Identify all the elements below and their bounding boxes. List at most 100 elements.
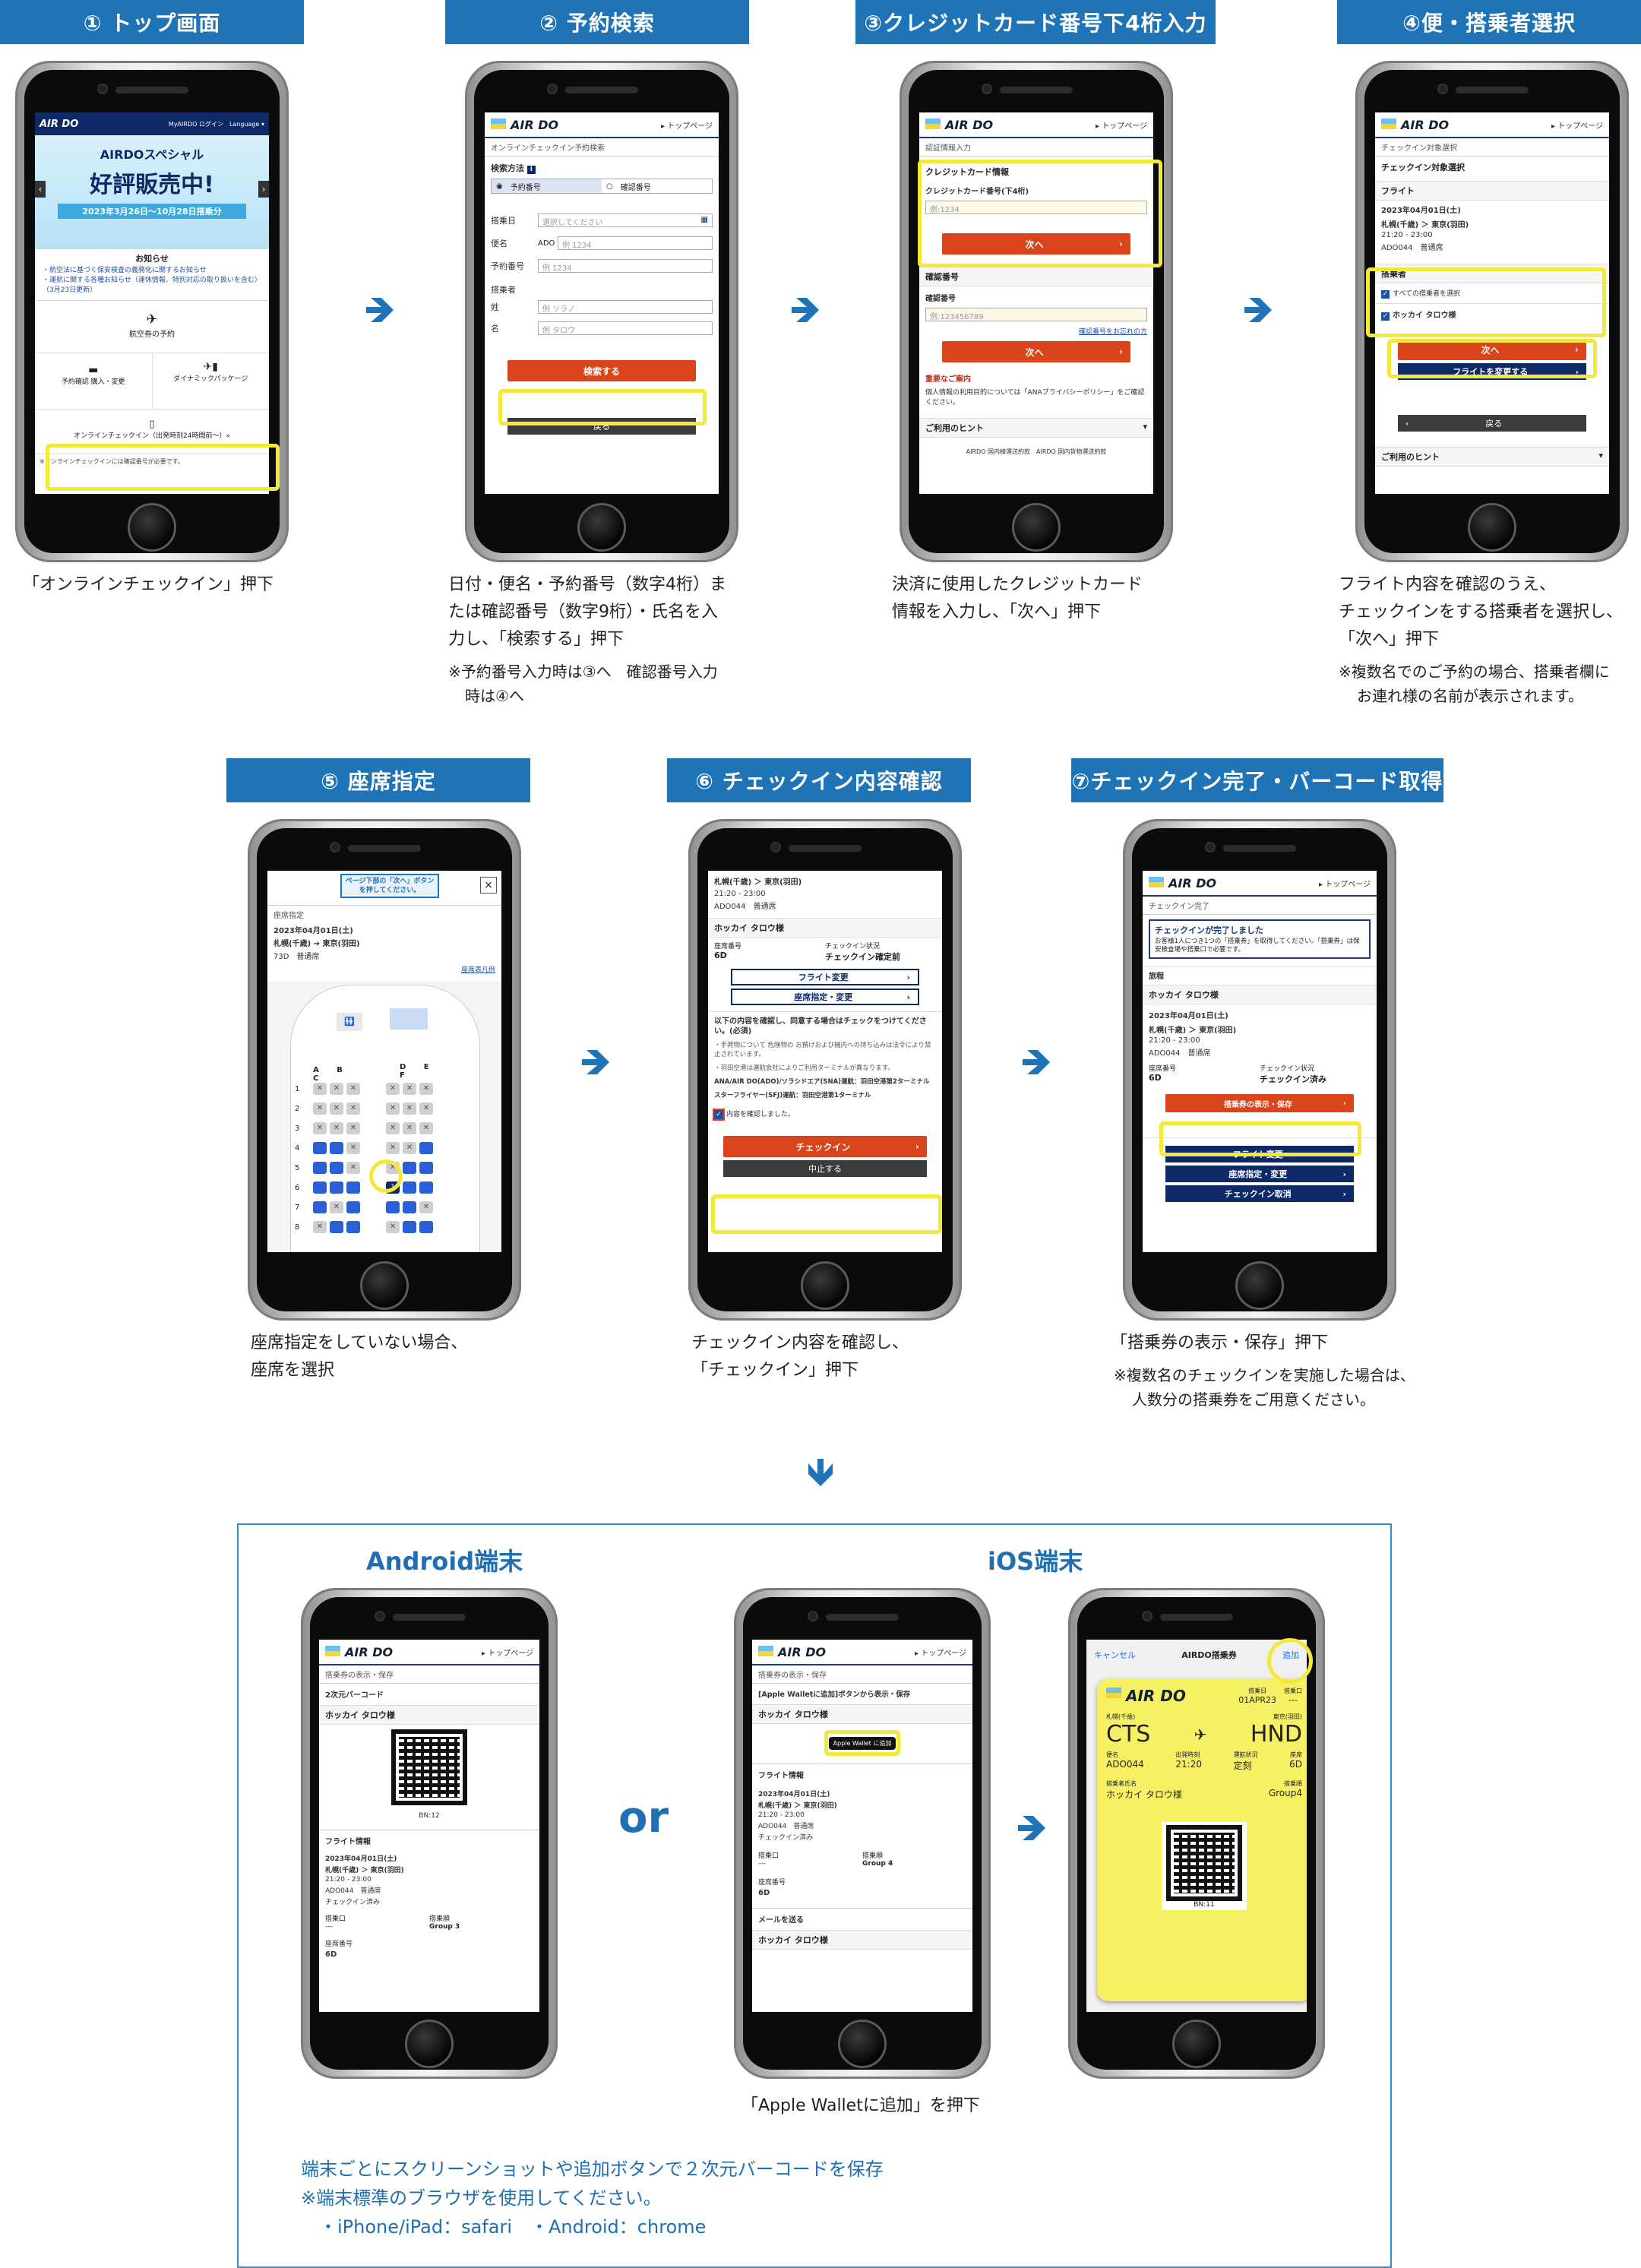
wallet-title: AIRDO搭乗券	[1181, 1650, 1237, 1660]
button-label: チェックイン	[795, 1141, 851, 1153]
tile-package[interactable]: ✈▮ ダイナミックパッケージ	[153, 353, 270, 409]
agree-checkbox[interactable]: ✓内容を確認しました。	[708, 1102, 942, 1125]
footer-links[interactable]: AIRDO 国内線運送約款 AIRDO 国内貨物運送約款	[966, 448, 1107, 455]
flight-time: 21:20 - 23:00	[1381, 231, 1433, 239]
bottom-note: ※端末標準のブラウザを使用してください。	[301, 2187, 662, 2209]
airdo-logo[interactable]: AIR DO	[325, 1645, 393, 1659]
arrow-right-icon	[1244, 298, 1272, 322]
lastname-input[interactable]: 例 ソラノ	[538, 300, 713, 314]
passenger-label: 搭乗者	[491, 285, 516, 295]
tile-online-checkin[interactable]: ▯ オンラインチェックイン（出発時刻24時間前〜）»	[35, 410, 269, 454]
airdo-logo[interactable]: AIR DO	[491, 118, 558, 132]
chevron-right-icon[interactable]: ›	[258, 181, 269, 198]
radio-reservation-number[interactable]: ◉予約番号	[492, 179, 602, 193]
promo-line3: 2023年3月26日〜10月28日搭乗分	[58, 204, 246, 219]
cancel-checkin-button[interactable]: チェックイン取消›	[1165, 1185, 1354, 1202]
card-last4-input[interactable]: 例:1234	[925, 201, 1147, 214]
apple-wallet-button[interactable]: Apple Wallet に追加	[824, 1730, 900, 1756]
airdo-logo[interactable]: AIR DO	[758, 1645, 826, 1659]
breadcrumb: 搭乗券の表示・保存	[752, 1665, 972, 1684]
checkin-status: チェックイン済み	[325, 1899, 381, 1906]
phone-confirm-screen: 札幌(千歳) ＞ 東京(羽田) 21:20 - 23:00 ADO044 普通席…	[688, 819, 962, 1321]
top-page-link[interactable]: ▸ トップページ	[661, 122, 713, 131]
cancel-button[interactable]: 中止する	[723, 1160, 927, 1177]
send-mail-link[interactable]: メールを送る	[752, 1908, 972, 1927]
boarding-pass-button[interactable]: 搭乗券の表示・保存›	[1165, 1094, 1354, 1112]
change-seat-button[interactable]: 座席指定・変更›	[1165, 1166, 1354, 1182]
tile-flight-booking[interactable]: ✈ 航空券の予約	[35, 300, 269, 353]
notice-text: ・羽田空港は運航会社によりご利用ターミナルが異なります。	[714, 1064, 894, 1072]
notice-text: ・手荷物について 危険物の お預けおよび機内への持ち込みは法令により禁止されてい…	[714, 1042, 931, 1058]
next-button[interactable]: 次へ›	[942, 341, 1130, 362]
chevron-left-icon[interactable]: ‹	[35, 181, 46, 198]
top-footnote: ※オンラインチェックインには確認番号が必要です。	[35, 454, 269, 469]
confirmation-input[interactable]: 例:123456789	[925, 308, 1147, 321]
confirmation-section-title: 確認番号	[919, 267, 1153, 286]
seat-value: 6D	[1289, 1759, 1302, 1770]
top-page-link[interactable]: ▸ トップページ	[482, 1649, 533, 1658]
seat-value: 6D	[325, 1950, 337, 1959]
seat-label: 座席番号	[1149, 1065, 1177, 1073]
tile-reservation[interactable]: ▬ 予約確認 購入・変更	[35, 353, 153, 409]
flight-info-title: フライト情報	[319, 1830, 539, 1849]
seat-label: 座席番号	[714, 943, 742, 951]
qr-wrapper: BN:11	[1162, 1822, 1247, 1910]
top-menu[interactable]: MyAIRDO ログイン Language ▾	[168, 120, 264, 128]
airdo-logo[interactable]: AIR DO	[1149, 876, 1216, 890]
phone-complete-screen: AIR DO▸ トップページ チェックイン完了 チェックインが完了しました お客…	[1123, 819, 1396, 1321]
news-item[interactable]: ・航空法に基づく保安検査の義務化に関するお知らせ	[43, 267, 207, 274]
top-page-link[interactable]: ▸ トップページ	[1096, 122, 1147, 131]
next-button[interactable]: 次へ›	[942, 233, 1130, 255]
checkin-button[interactable]: チェックイン›	[723, 1136, 927, 1157]
radio-on-icon: ◉	[496, 182, 503, 191]
top-page-link[interactable]: ▸ トップページ	[1319, 880, 1371, 889]
select-all-checkbox[interactable]: ✓すべての搭乗者を選択	[1375, 283, 1609, 304]
calendar-icon[interactable]: ▦	[700, 216, 708, 224]
step2-caption: たは確認番号（数字9桁）・氏名を入	[448, 603, 718, 622]
chevron-right-icon: ›	[1575, 344, 1579, 355]
wallet-cancel-button[interactable]: キャンセル	[1094, 1650, 1136, 1660]
ios-title: iOS端末	[988, 1547, 1083, 1576]
back-button[interactable]: ‹戻る	[1398, 415, 1586, 432]
step5-title: ⑤ 座席指定	[226, 758, 530, 802]
firstname-input[interactable]: 例 タロウ	[538, 321, 713, 335]
seat-legend-link[interactable]: 座席表凡例	[460, 966, 495, 974]
step4-caption: チェックインをする搭乗者を選択し、	[1339, 603, 1624, 622]
date-input[interactable]: 選択してください▦	[538, 214, 713, 227]
home-button	[1172, 2020, 1221, 2068]
breadcrumb: チェックイン対象選択	[1375, 138, 1609, 157]
radio-confirmation-number[interactable]: ○確認番号	[602, 179, 712, 193]
wallet-button-label: Apple Wallet に追加	[828, 1736, 896, 1750]
highlight	[1366, 267, 1606, 337]
date-value: 01APR23	[1238, 1695, 1276, 1705]
flight-date: 2023年04月01日(土)	[274, 927, 353, 935]
reservation-input[interactable]: 例 1234	[538, 259, 713, 273]
tile-label: 航空券の予約	[129, 331, 175, 339]
flight-time: 21:20 - 23:00	[714, 890, 766, 898]
promo-banner[interactable]: AIRDOスペシャル 好評販売中! 2023年3月26日〜10月28日搭乗分 ‹…	[35, 135, 269, 249]
airdo-logo[interactable]: AIR DO	[1381, 118, 1449, 132]
search-button[interactable]: 検索する	[507, 360, 696, 381]
top-page-link[interactable]: ▸ トップページ	[915, 1649, 966, 1658]
gate-label: 搭乗口	[325, 1915, 346, 1923]
method-label: 検索方法	[491, 163, 524, 173]
change-seat-button[interactable]: 座席指定・変更›	[731, 988, 919, 1005]
phone-search-screen: AIR DO▸ トップページ オンラインチェックイン予約検索 検索方法 i ◉予…	[465, 61, 738, 562]
chevron-down-icon[interactable]: ▾	[1598, 451, 1603, 460]
close-icon[interactable]: ×	[480, 877, 497, 894]
chevron-right-icon: ›	[906, 972, 910, 982]
chevron-down-icon[interactable]: ▾	[1143, 422, 1147, 432]
forgot-confirmation-link[interactable]: 確認番号をお忘れの方	[1078, 328, 1147, 336]
passenger-checkbox[interactable]: ✓ホッカイ タロウ様	[1375, 304, 1609, 325]
airdo-logo[interactable]: AIR DO	[40, 118, 79, 130]
airdo-logo[interactable]: AIR DO	[925, 118, 993, 132]
highlight	[369, 1159, 403, 1193]
info-icon[interactable]: i	[526, 166, 536, 174]
status-value: チェックイン済み	[1260, 1074, 1326, 1084]
checkbox-label: すべての搭乗者を選択	[1393, 290, 1461, 298]
flight-input[interactable]: 例 1234	[558, 236, 713, 250]
top-page-link[interactable]: ▸ トップページ	[1551, 122, 1603, 131]
news-item[interactable]: ・運航に関する各種お知らせ（運休情報、特別対応の取り扱いを含む）（3月23日更新…	[43, 277, 261, 294]
step4-caption: フライト内容を確認のうえ、	[1339, 575, 1557, 594]
change-flight-button[interactable]: フライト変更›	[731, 969, 919, 985]
